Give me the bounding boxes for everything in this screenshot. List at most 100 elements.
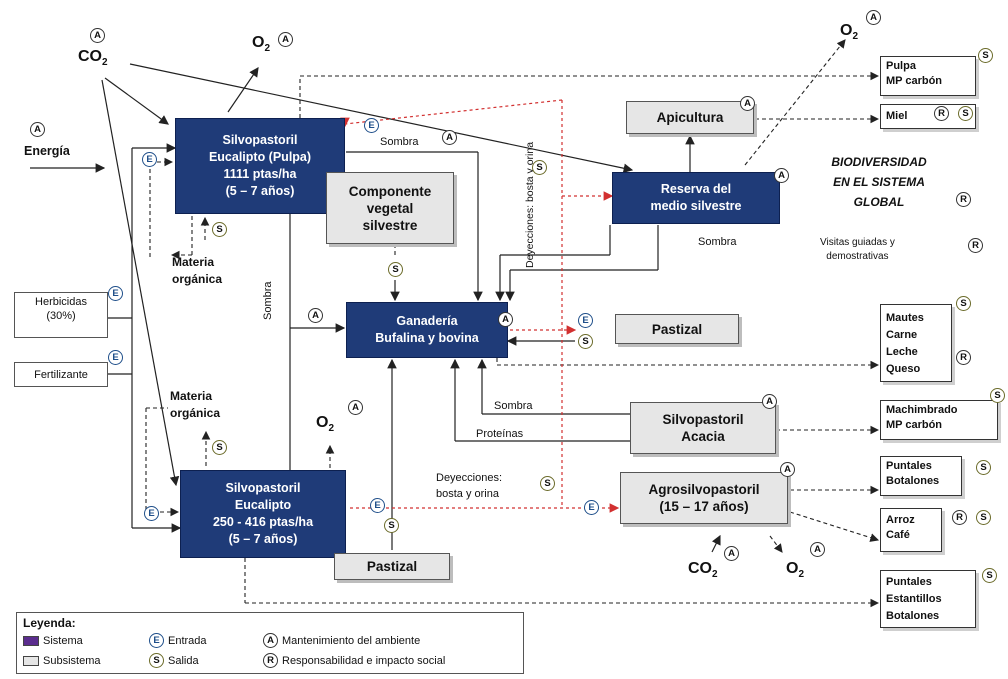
entrada-icon: E <box>149 633 164 648</box>
subsystem-line: vegetal <box>366 200 414 216</box>
o2-bottom: O2 <box>786 560 805 581</box>
mark-a-icon: A <box>90 28 105 43</box>
mark-a-icon: A <box>498 312 513 327</box>
subsystem-line: Pastizal <box>366 559 418 574</box>
subsystem-apicultura[interactable]: Apicultura <box>626 101 754 134</box>
energia-label: Energía <box>24 144 70 158</box>
mark-e-icon: E <box>108 286 123 301</box>
mark-a-icon: A <box>348 400 363 415</box>
biodiversidad-label: BIODIVERSIDAD EN EL SISTEMA GLOBAL <box>831 155 927 209</box>
o2-top: O2 <box>252 34 271 55</box>
legend-entrada: E Entrada <box>149 633 207 648</box>
legend-title: Leyenda: <box>23 616 76 630</box>
mark-s-icon: S <box>388 262 403 277</box>
system-line: (5 – 7 años) <box>225 184 295 198</box>
legend-label: Entrada <box>168 634 207 647</box>
mark-r-icon: R <box>956 350 971 365</box>
system-silvopastoril-eucalipto[interactable]: Silvopastoril Eucalipto 250 - 416 ptas/h… <box>180 470 346 558</box>
mark-e-icon: E <box>142 152 157 167</box>
system-line: Reserva del <box>660 182 732 196</box>
system-line: Ganadería <box>396 314 458 328</box>
subsystem-pastizal-bottom[interactable]: Pastizal <box>334 553 450 580</box>
legend-sistema: Sistema <box>23 635 83 647</box>
mark-a-icon: A <box>780 462 795 477</box>
mark-s-icon: S <box>578 334 593 349</box>
mark-s-icon: S <box>976 510 991 525</box>
system-ganaderia[interactable]: Ganadería Bufalina y bovina <box>346 302 508 358</box>
input-line: Fertilizante <box>34 369 88 381</box>
label-proteinas: Proteínas <box>476 428 524 440</box>
system-line: 1111 ptas/ha <box>223 167 297 181</box>
co2-top-left: CO2 <box>78 48 108 69</box>
label-sombra-reserva: Sombra <box>698 236 737 248</box>
system-line: 250 - 416 ptas/ha <box>212 515 314 529</box>
system-line: Silvopastoril <box>225 481 301 495</box>
legend-responsabilidad: R Responsabilidad e impacto social <box>263 653 445 668</box>
subsystem-line: (15 – 17 años) <box>659 499 749 514</box>
mark-a-icon: A <box>30 122 45 137</box>
system-silvopastoril-pulpa[interactable]: Silvopastoril Eucalipto (Pulpa) 1111 pta… <box>175 118 345 214</box>
mark-s-icon: S <box>982 568 997 583</box>
subsystem-line: Silvopastoril <box>662 412 744 427</box>
mark-s-icon: S <box>212 222 227 237</box>
system-line: Silvopastoril <box>222 133 298 147</box>
input-herbicidas[interactable]: Herbicidas (30%) <box>14 292 108 338</box>
legend-subsistema-swatch <box>23 656 39 666</box>
subsystem-line: Apicultura <box>656 110 724 125</box>
system-line: Eucalipto (Pulpa) <box>208 150 312 164</box>
system-line: Eucalipto <box>234 498 292 512</box>
subsystem-line: Agrosilvopastoril <box>648 482 760 497</box>
mark-a-icon: A <box>278 32 293 47</box>
responsabilidad-icon: R <box>263 653 278 668</box>
mark-s-icon: S <box>540 476 555 491</box>
mark-s-icon: S <box>978 48 993 63</box>
mark-e-icon: E <box>144 506 159 521</box>
salida-icon: S <box>149 653 164 668</box>
co2-bottom: CO2 <box>688 560 718 581</box>
subsystem-pastizal-right[interactable]: Pastizal <box>615 314 739 344</box>
subsystem-line: silvestre <box>362 217 418 233</box>
input-line: (30%) <box>46 310 76 322</box>
legend-label: Mantenimiento del ambiente <box>282 634 421 647</box>
mark-a-icon: A <box>442 130 457 145</box>
subsystem-line: Pastizal <box>651 321 703 337</box>
input-line: Herbicidas <box>35 296 87 308</box>
subsystem-componente-vegetal[interactable]: Componente vegetal silvestre <box>326 172 454 244</box>
subsystem-silvopastoril-acacia[interactable]: Silvopastoril Acacia <box>630 402 776 454</box>
mark-r-icon: R <box>952 510 967 525</box>
mark-r-icon: R <box>956 192 971 207</box>
mark-a-icon: A <box>724 546 739 561</box>
mark-a-icon: A <box>762 394 777 409</box>
mark-a-icon: A <box>308 308 323 323</box>
subsystem-agrosilvopastoril[interactable]: Agrosilvopastoril (15 – 17 años) <box>620 472 788 524</box>
mark-s-icon: S <box>532 160 547 175</box>
label-sombra-vertical: Sombra <box>262 281 274 320</box>
system-line: (5 – 7 años) <box>228 532 298 546</box>
mark-a-icon: A <box>866 10 881 25</box>
mark-s-icon: S <box>958 106 973 121</box>
mark-r-icon: R <box>934 106 949 121</box>
mark-e-icon: E <box>370 498 385 513</box>
subsystem-line: Componente <box>348 183 432 199</box>
input-fertilizante[interactable]: Fertilizante <box>14 362 108 387</box>
mark-e-icon: E <box>108 350 123 365</box>
mark-s-icon: S <box>956 296 971 311</box>
mark-s-icon: S <box>990 388 1005 403</box>
legend: Leyenda: Sistema Subsistema E Entrada S … <box>16 612 524 674</box>
system-reserva[interactable]: Reserva del medio silvestre <box>612 172 780 224</box>
mark-s-icon: S <box>976 460 991 475</box>
legend-mantenimiento: A Mantenimiento del ambiente <box>263 633 420 648</box>
o2-top-right: O2 <box>840 22 859 43</box>
mark-e-icon: E <box>578 313 593 328</box>
mark-s-icon: S <box>212 440 227 455</box>
label-sombra-top: Sombra <box>380 136 419 148</box>
